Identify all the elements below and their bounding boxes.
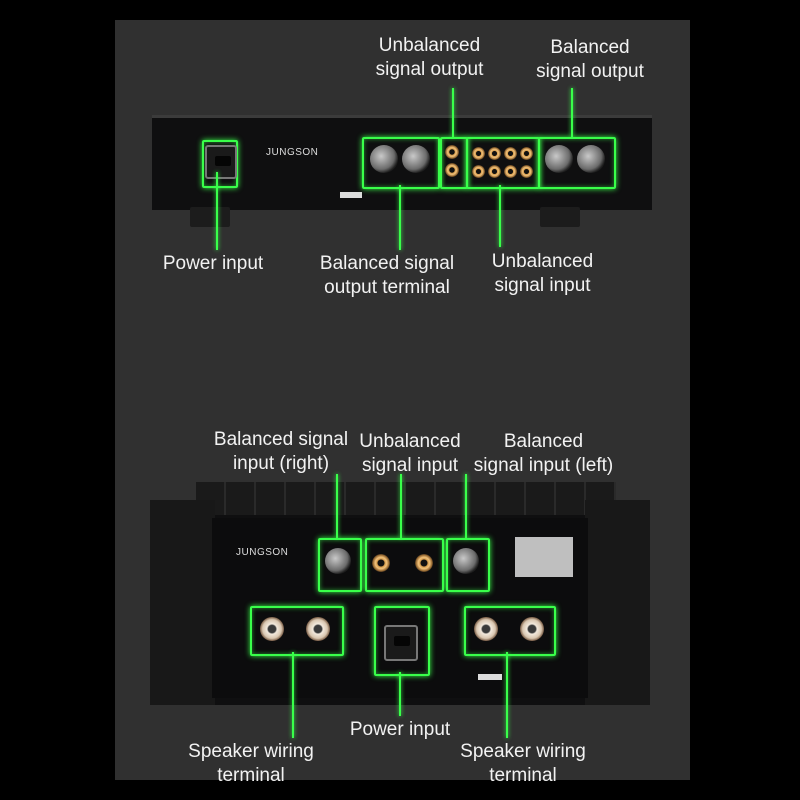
bottom-balanced-input-right-connector: [325, 548, 351, 574]
bottom-speaker-left-highlight: [250, 606, 344, 656]
label-top-balanced-output: Balanced signal output: [536, 37, 644, 82]
leader-bottom-balanced-input-left: [465, 474, 467, 538]
bottom-side-left: [150, 500, 215, 705]
label-bottom-balanced-input-left: Balanced signal input (left): [473, 431, 614, 476]
label-bottom-balanced-input-right: Balanced signal input (right): [213, 429, 349, 474]
leader-bottom-speaker-right: [506, 652, 508, 738]
bottom-info-sticker: [515, 537, 573, 577]
top-power-input-highlight: [202, 140, 238, 188]
label-bottom-power-input: Power input: [349, 719, 451, 740]
leader-bottom-power-input: [399, 672, 401, 716]
bottom-power-socket: [384, 625, 418, 661]
top-balanced-input-connector-2: [577, 145, 605, 173]
bottom-brand-logo: JUNGSON: [236, 547, 289, 558]
bottom-side-right: [585, 500, 650, 705]
top-unbalanced-output-rca-2: [445, 163, 459, 177]
top-balanced-output-connector-1: [370, 145, 398, 173]
leader-bottom-unbalanced-input: [400, 474, 402, 538]
top-unbalanced-input-rca-4: [520, 147, 533, 160]
bottom-power-input-highlight: [374, 606, 430, 676]
top-unbalanced-input-rca-5: [472, 165, 485, 178]
leader-top-balanced-output: [571, 88, 573, 137]
top-unbalanced-output-rca-1: [445, 145, 459, 159]
top-serial-tag: [340, 192, 362, 198]
top-unbalanced-input-rca-2: [488, 147, 501, 160]
label-bottom-speaker-left: Speaker wiring terminal: [188, 741, 314, 786]
top-unbalanced-input-rca-6: [488, 165, 501, 178]
top-foot-right: [540, 207, 580, 227]
top-balanced-output-connector-2: [402, 145, 430, 173]
leader-top-unbalanced-input: [499, 185, 501, 247]
top-balanced-input-highlight: [538, 137, 616, 189]
top-balanced-input-connector-1: [545, 145, 573, 173]
bottom-speaker-right-highlight: [464, 606, 556, 656]
bottom-balanced-input-left-highlight: [446, 538, 490, 592]
label-bottom-unbalanced-input: Unbalanced signal input: [359, 431, 461, 476]
top-unbalanced-input-highlight: [466, 137, 540, 189]
top-balanced-output-highlight: [362, 137, 440, 189]
top-unbalanced-input-rca-3: [504, 147, 517, 160]
bottom-speaker-left-post-1: [260, 617, 284, 641]
label-bottom-speaker-right: Speaker wiring terminal: [460, 741, 586, 786]
bottom-speaker-right-post-1: [474, 617, 498, 641]
top-unbalanced-input-rca-8: [520, 165, 533, 178]
leader-bottom-balanced-input-right: [336, 474, 338, 538]
bottom-speaker-left-post-2: [306, 617, 330, 641]
bottom-balanced-input-right-highlight: [318, 538, 362, 592]
label-top-balanced-output-terminal: Balanced signal output terminal: [319, 253, 455, 298]
bottom-heatsink-top: [196, 482, 616, 516]
bottom-balanced-input-left-connector: [453, 548, 479, 574]
leader-top-balanced-output-terminal: [399, 185, 401, 250]
top-foot-left: [190, 207, 230, 227]
bottom-serial-tag: [478, 674, 502, 680]
top-unbalanced-input-rca-1: [472, 147, 485, 160]
leader-top-unbalanced-output: [452, 88, 454, 137]
label-top-power-input: Power input: [162, 253, 264, 274]
top-unbalanced-input-rca-7: [504, 165, 517, 178]
bottom-unbalanced-input-rca-left: [372, 554, 390, 572]
leader-bottom-speaker-left: [292, 652, 294, 738]
bottom-unbalanced-input-highlight: [365, 538, 444, 592]
label-top-unbalanced-input: Unbalanced signal input: [491, 251, 594, 296]
label-top-unbalanced-output: Unbalanced signal output: [375, 35, 484, 80]
bottom-unbalanced-input-rca-right: [415, 554, 433, 572]
bottom-speaker-right-post-2: [520, 617, 544, 641]
leader-top-power: [216, 172, 218, 250]
top-power-socket: [205, 145, 237, 179]
top-brand-logo: JUNGSON: [266, 147, 319, 158]
